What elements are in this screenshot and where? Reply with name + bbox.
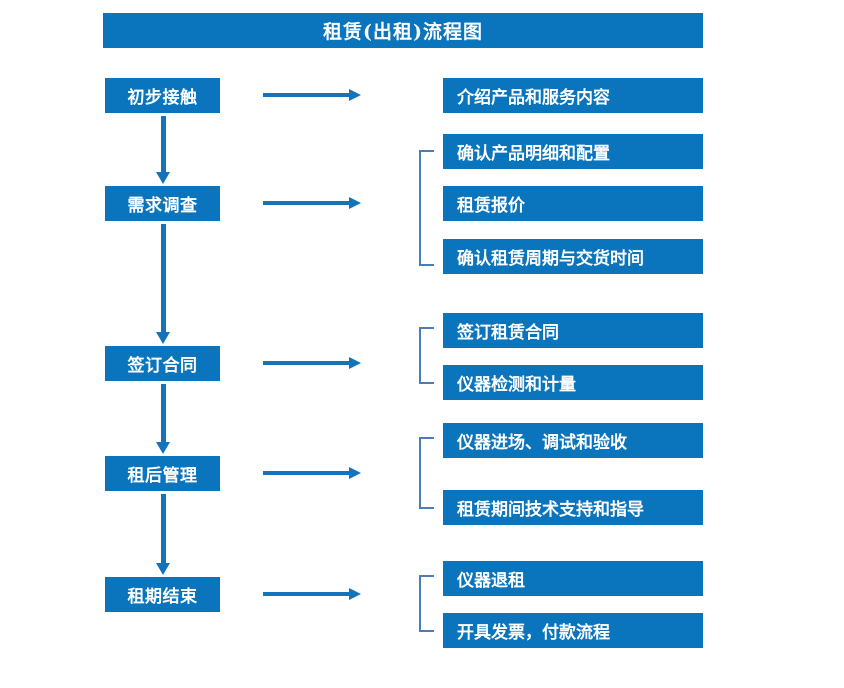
stage-box-lease-end[interactable]: 租期结束 bbox=[105, 577, 220, 612]
detail-label: 租赁报价 bbox=[457, 196, 525, 216]
bracket-connector-group-3 bbox=[419, 327, 434, 384]
detail-box-instrument-return[interactable]: 仪器退租 bbox=[443, 561, 703, 596]
detail-label: 仪器退租 bbox=[457, 571, 525, 591]
stage-label: 初步接触 bbox=[127, 88, 198, 108]
detail-label: 签订租赁合同 bbox=[457, 323, 559, 343]
down-arrow-icon-stage1-to-stage2 bbox=[156, 116, 170, 184]
arrow-shaft bbox=[161, 224, 166, 332]
stage-box-demand-survey[interactable]: 需求调查 bbox=[105, 186, 220, 221]
arrow-shaft bbox=[161, 116, 166, 172]
detail-label: 确认租赁周期与交货时间 bbox=[457, 249, 644, 269]
arrow-shaft bbox=[161, 384, 166, 442]
arrow-head bbox=[349, 467, 361, 479]
stage-box-initial-contact[interactable]: 初步接触 bbox=[105, 78, 220, 113]
detail-label: 确认产品明细和配置 bbox=[457, 144, 610, 164]
stage-box-sign-contract[interactable]: 签订合同 bbox=[105, 346, 220, 381]
detail-box-instrument-inspection[interactable]: 仪器检测和计量 bbox=[443, 365, 703, 400]
stage-label: 租期结束 bbox=[127, 587, 198, 607]
arrow-head bbox=[349, 197, 361, 209]
stage-label: 需求调查 bbox=[127, 196, 198, 216]
arrow-head bbox=[156, 332, 170, 344]
arrow-shaft bbox=[263, 592, 349, 596]
arrow-shaft bbox=[263, 201, 349, 205]
detail-label: 租赁期间技术支持和指导 bbox=[457, 500, 644, 520]
down-arrow-icon-stage3-to-stage4 bbox=[156, 384, 170, 454]
right-arrow-icon-stage1 bbox=[263, 89, 361, 101]
right-arrow-icon-stage3 bbox=[263, 357, 361, 369]
stage-label: 租后管理 bbox=[127, 466, 198, 486]
arrow-head bbox=[349, 89, 361, 101]
stage-label: 签订合同 bbox=[127, 356, 198, 376]
detail-box-confirm-lease-period[interactable]: 确认租赁周期与交货时间 bbox=[443, 239, 703, 274]
arrow-head bbox=[156, 172, 170, 184]
bracket-connector-group-2 bbox=[419, 150, 434, 266]
detail-box-introduce-products[interactable]: 介绍产品和服务内容 bbox=[443, 78, 703, 113]
down-arrow-icon-stage2-to-stage3 bbox=[156, 224, 170, 344]
arrow-shaft bbox=[263, 93, 349, 97]
arrow-shaft bbox=[161, 494, 166, 563]
detail-label: 仪器检测和计量 bbox=[457, 375, 576, 395]
bracket-connector-group-4 bbox=[419, 437, 434, 509]
diagram-title-bar: 租赁(出租)流程图 bbox=[103, 13, 703, 48]
detail-box-lease-quotation[interactable]: 租赁报价 bbox=[443, 186, 703, 221]
arrow-head bbox=[349, 588, 361, 600]
detail-box-instrument-entry-commission[interactable]: 仪器进场、调试和验收 bbox=[443, 423, 703, 458]
right-arrow-icon-stage4 bbox=[263, 467, 361, 479]
detail-box-confirm-product-spec[interactable]: 确认产品明细和配置 bbox=[443, 134, 703, 169]
detail-label: 介绍产品和服务内容 bbox=[457, 88, 610, 108]
arrow-head bbox=[156, 563, 170, 575]
arrow-shaft bbox=[263, 471, 349, 475]
stage-box-post-lease-management[interactable]: 租后管理 bbox=[105, 456, 220, 491]
detail-box-technical-support[interactable]: 租赁期间技术支持和指导 bbox=[443, 490, 703, 525]
detail-label: 仪器进场、调试和验收 bbox=[457, 433, 627, 453]
page-title: 租赁(出租)流程图 bbox=[323, 21, 483, 43]
arrow-head bbox=[156, 442, 170, 454]
right-arrow-icon-stage5 bbox=[263, 588, 361, 600]
bracket-connector-group-5 bbox=[419, 575, 434, 632]
detail-label: 开具发票，付款流程 bbox=[457, 623, 610, 643]
right-arrow-icon-stage2 bbox=[263, 197, 361, 209]
arrow-shaft bbox=[263, 361, 349, 365]
detail-box-sign-lease-agreement[interactable]: 签订租赁合同 bbox=[443, 313, 703, 348]
down-arrow-icon-stage4-to-stage5 bbox=[156, 494, 170, 575]
arrow-head bbox=[349, 357, 361, 369]
detail-box-invoice-payment[interactable]: 开具发票，付款流程 bbox=[443, 613, 703, 648]
